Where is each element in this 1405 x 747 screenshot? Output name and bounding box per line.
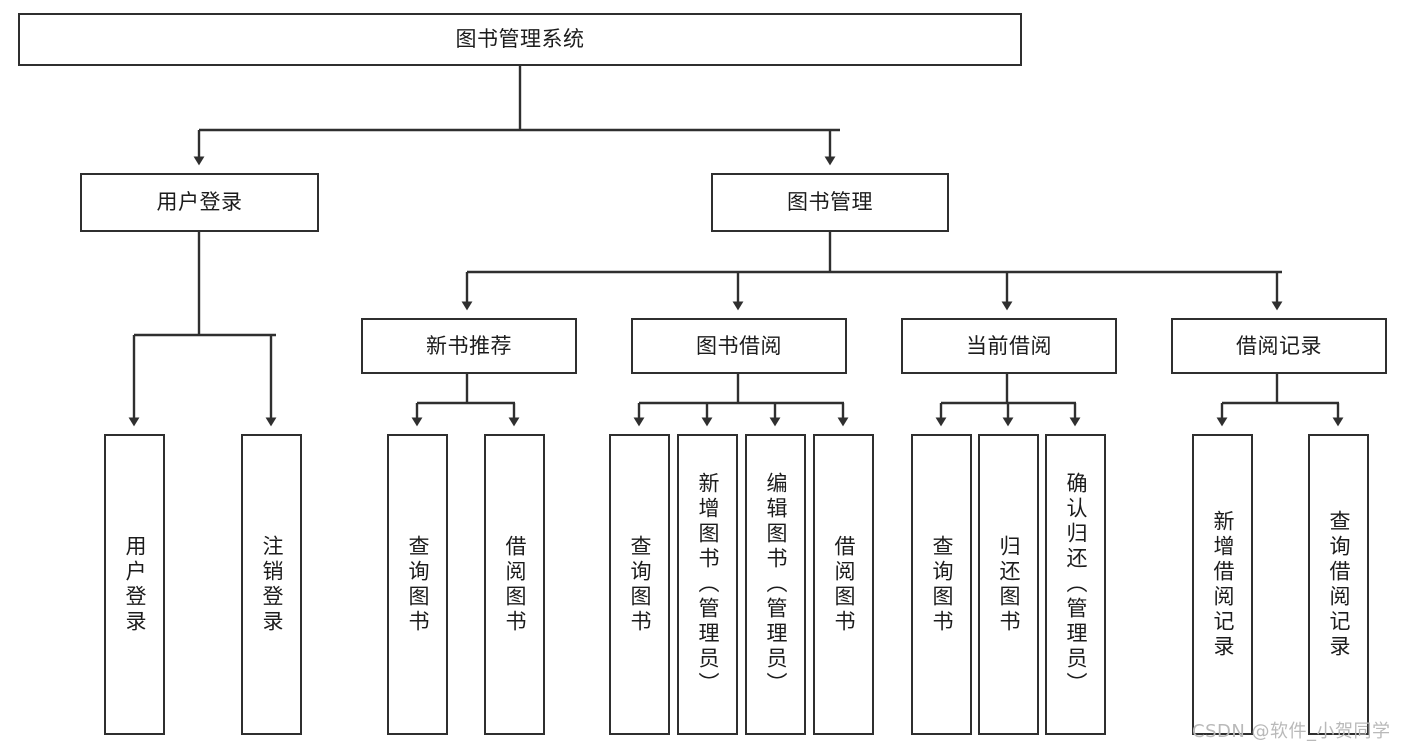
node-borrow-records-label: 借阅记录 xyxy=(1236,333,1322,358)
leaf-borrow-query-book[interactable]: 查询图书 xyxy=(609,434,670,735)
leaf-borrow-add-book[interactable]: 新增图书（管理员） xyxy=(677,434,738,735)
leaf-user-login-signin-label: 用户登录 xyxy=(123,534,147,635)
node-current-borrow-label: 当前借阅 xyxy=(966,333,1052,358)
leaf-user-login-signout-label: 注销登录 xyxy=(260,534,284,635)
node-root-label: 图书管理系统 xyxy=(455,27,585,52)
node-new-book-recommend-label: 新书推荐 xyxy=(426,333,512,358)
leaf-new-book-query-label: 查询图书 xyxy=(406,534,430,635)
leaf-new-book-query[interactable]: 查询图书 xyxy=(387,434,448,735)
node-borrow-records[interactable]: 借阅记录 xyxy=(1171,318,1387,374)
node-book-borrow-label: 图书借阅 xyxy=(696,333,782,358)
node-book-management-label: 图书管理 xyxy=(787,190,873,215)
leaf-current-query-book-label: 查询图书 xyxy=(930,534,954,635)
node-user-login-label: 用户登录 xyxy=(156,190,243,215)
leaf-borrow-add-book-label: 新增图书（管理员） xyxy=(696,472,720,697)
leaf-records-add-label: 新增借阅记录 xyxy=(1211,509,1235,660)
node-user-login[interactable]: 用户登录 xyxy=(80,173,319,232)
leaf-borrow-edit-book[interactable]: 编辑图书（管理员） xyxy=(745,434,806,735)
leaf-current-confirm-return[interactable]: 确认归还（管理员） xyxy=(1045,434,1106,735)
leaf-user-login-signout[interactable]: 注销登录 xyxy=(241,434,302,735)
leaf-records-query[interactable]: 查询借阅记录 xyxy=(1308,434,1369,735)
leaf-borrow-borrow-book[interactable]: 借阅图书 xyxy=(813,434,874,735)
node-book-management[interactable]: 图书管理 xyxy=(711,173,949,232)
node-current-borrow[interactable]: 当前借阅 xyxy=(901,318,1117,374)
leaf-borrow-query-book-label: 查询图书 xyxy=(628,534,652,635)
leaf-borrow-borrow-book-label: 借阅图书 xyxy=(832,534,856,635)
leaf-current-confirm-return-label: 确认归还（管理员） xyxy=(1064,472,1088,697)
leaf-new-book-borrow[interactable]: 借阅图书 xyxy=(484,434,545,735)
leaf-records-add[interactable]: 新增借阅记录 xyxy=(1192,434,1253,735)
csdn-watermark: CSDN @软件_小贺同学 xyxy=(1192,721,1391,742)
leaf-current-return-book[interactable]: 归还图书 xyxy=(978,434,1039,735)
node-root[interactable]: 图书管理系统 xyxy=(18,13,1022,66)
leaf-records-query-label: 查询借阅记录 xyxy=(1327,509,1351,660)
leaf-borrow-edit-book-label: 编辑图书（管理员） xyxy=(764,472,788,697)
node-book-borrow[interactable]: 图书借阅 xyxy=(631,318,847,374)
leaf-current-return-book-label: 归还图书 xyxy=(997,534,1021,635)
leaf-new-book-borrow-label: 借阅图书 xyxy=(503,534,527,635)
node-new-book-recommend[interactable]: 新书推荐 xyxy=(361,318,577,374)
leaf-current-query-book[interactable]: 查询图书 xyxy=(911,434,972,735)
leaf-user-login-signin[interactable]: 用户登录 xyxy=(104,434,165,735)
